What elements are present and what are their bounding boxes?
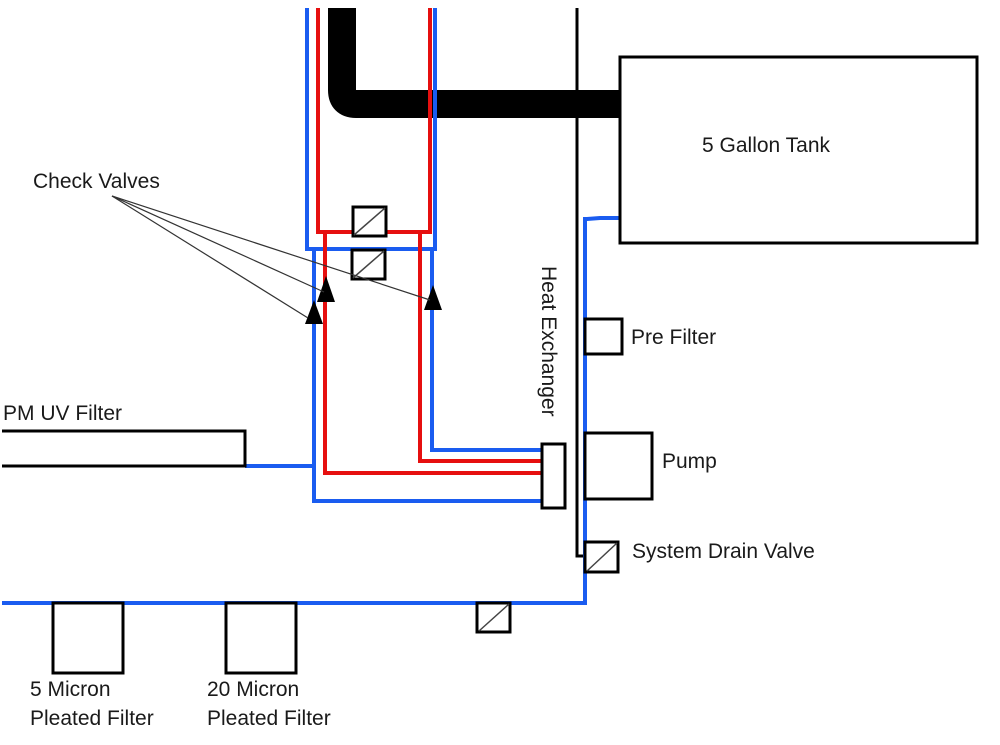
check-valves-label: Check Valves	[33, 170, 160, 193]
check-valve-icon-2	[317, 276, 335, 302]
pre-filter-label: Pre Filter	[631, 326, 716, 349]
blue-line-inner	[430, 249, 542, 452]
red-line-inner	[418, 232, 542, 463]
tank-box	[618, 55, 979, 245]
filter-5-label-line2: Pleated Filter	[30, 707, 154, 730]
valve-bottom-slash	[478, 603, 510, 632]
pump-label: Pump	[662, 450, 717, 473]
check-valve-icon-3	[424, 285, 442, 310]
filter-20-micron-box	[224, 601, 298, 675]
thick-drain-pipe	[328, 8, 622, 118]
leader-line-1	[111, 195, 309, 319]
red-line-outer	[323, 232, 542, 475]
uv-filter-label: PM UV Filter	[3, 402, 122, 425]
filter-20-label-line2: Pleated Filter	[207, 707, 331, 730]
check-valve-icon-1	[305, 300, 323, 324]
leader-line-3	[111, 195, 431, 301]
valve-lower-slash	[352, 250, 385, 279]
filter-5-micron-box	[51, 601, 125, 675]
leader-line-2	[111, 195, 325, 293]
blue-line-outer	[312, 249, 542, 503]
filter-20-label-line1: 20 Micron	[207, 678, 299, 701]
heat-exchanger-box	[540, 442, 567, 510]
valve-upper-slash	[353, 207, 386, 236]
heat-exchanger-label: Heat Exchanger	[537, 266, 560, 417]
uv-filter-box	[2, 429, 247, 468]
filter-5-label-line1: 5 Micron	[30, 678, 111, 701]
tank-label: 5 Gallon Tank	[702, 134, 831, 157]
pump-box	[583, 431, 654, 501]
drain-valve-slash	[586, 542, 618, 572]
drain-valve-label: System Drain Valve	[632, 540, 815, 563]
pre-filter-box	[583, 317, 624, 356]
